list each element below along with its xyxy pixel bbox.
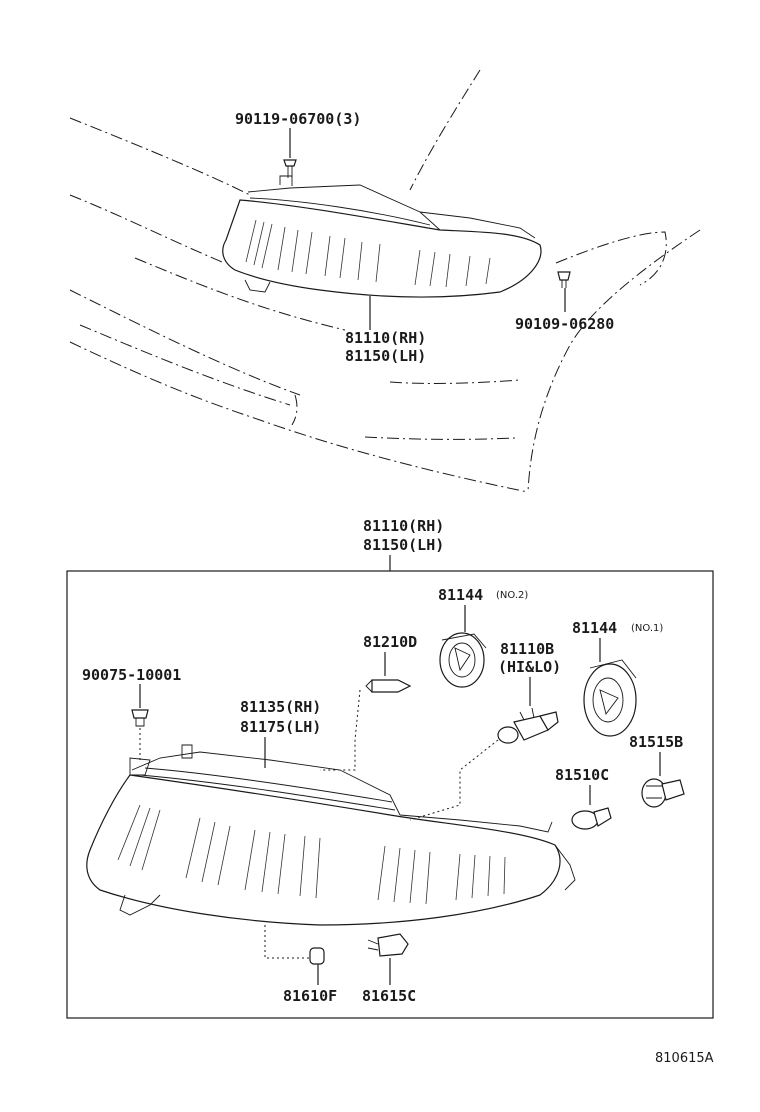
- screw-icon: [557, 271, 571, 288]
- grommet-part-label: 90075-10001: [82, 666, 181, 684]
- socket-no2-number: 81144: [438, 586, 483, 604]
- socket-no2-icon: [439, 632, 487, 688]
- exploded-assembly-rh-label: 81110(RH): [363, 517, 444, 535]
- headlamp-exploded-view: [86, 744, 576, 926]
- lens-lh-label: 81175(LH): [240, 718, 321, 736]
- small-bulb-icon: [309, 947, 325, 965]
- figure-code: 810615A: [655, 1051, 714, 1066]
- bulb-hilo-note: (HI&LO): [498, 658, 561, 676]
- vehicle-body-outline: [69, 69, 701, 493]
- signal-bulb-icon: [571, 807, 612, 830]
- bulb-c-label: 81510C: [555, 766, 609, 784]
- socket-no1-icon: [583, 659, 637, 737]
- exploded-assembly-lh-label: 81150(LH): [363, 536, 444, 554]
- bulb-hilo-number: 81110B: [500, 640, 554, 658]
- socket-b-label: 81515B: [629, 733, 683, 751]
- lens-rh-label: 81135(RH): [240, 698, 321, 716]
- bulb-f-label: 81610F: [283, 987, 337, 1005]
- socket-c-icon: [367, 933, 409, 957]
- top-assembly-rh-label: 81110(RH): [345, 329, 426, 347]
- socket-no1-note: (NO.1): [631, 623, 663, 634]
- grommet-icon: [131, 709, 149, 727]
- screw-part-label: 90109-06280: [515, 315, 614, 333]
- headlamp-top-view: [222, 175, 542, 298]
- bolt-part-label: 90119-06700(3): [235, 110, 361, 128]
- wedge-bulb-icon: [365, 679, 412, 693]
- socket-b-icon: [641, 778, 685, 808]
- top-assembly-lh-label: 81150(LH): [345, 347, 426, 365]
- socket-c-label: 81615C: [362, 987, 416, 1005]
- exploded-view-frame: [66, 570, 714, 1019]
- socket-no2-note: (NO.2): [496, 590, 528, 601]
- halogen-bulb-icon: [497, 707, 559, 744]
- bolt-icon: [283, 159, 297, 178]
- bulb-d-label: 81210D: [363, 633, 417, 651]
- socket-no1-number: 81144: [572, 619, 617, 637]
